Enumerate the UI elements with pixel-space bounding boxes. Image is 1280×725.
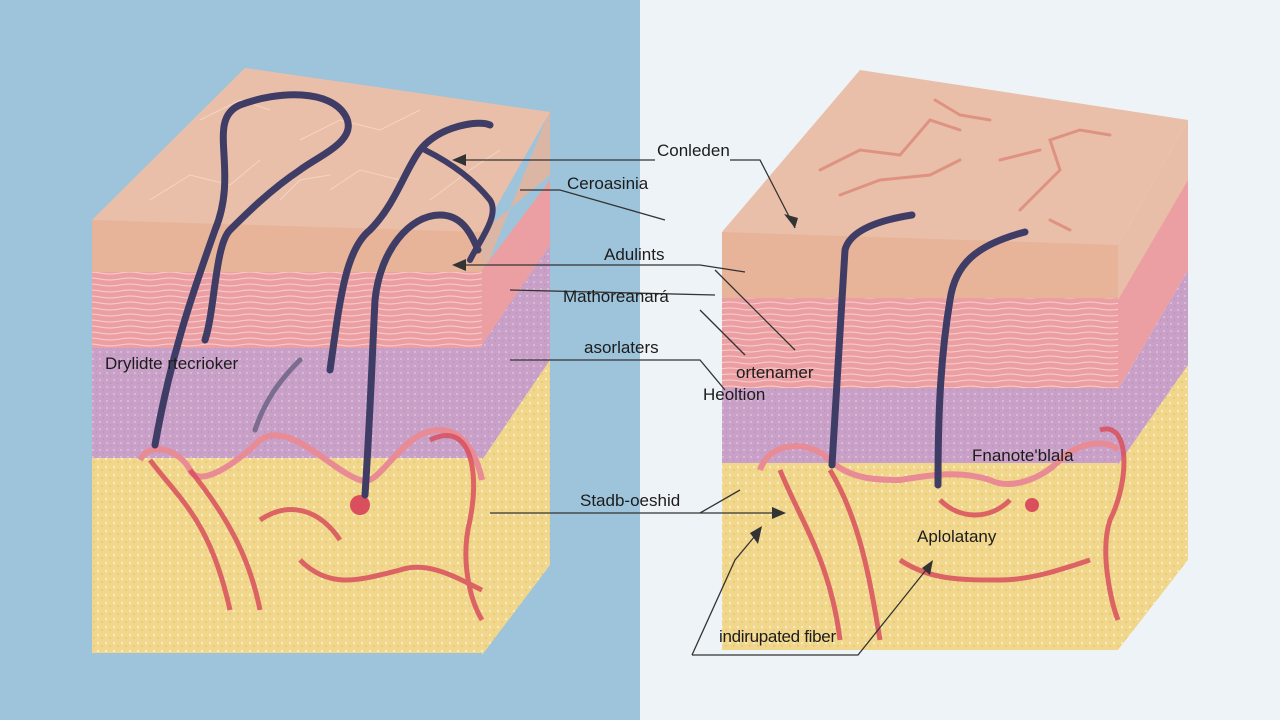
label-asorlaters: asorlaters xyxy=(584,338,659,357)
arrow-stadb xyxy=(772,507,786,519)
arrow-conleden-left xyxy=(452,154,466,166)
label-aplolatany: Aplolatany xyxy=(917,527,997,546)
leader-lines xyxy=(458,159,931,656)
leader-stadb-oeshid-right xyxy=(699,489,741,514)
label-mathoreanara: Mathoreanará xyxy=(563,287,669,306)
leader-mathoreanara xyxy=(509,289,716,296)
leader-heoltion xyxy=(662,359,726,391)
right-block-side-dermis-upper xyxy=(1118,180,1188,390)
leader-arrowheads xyxy=(452,154,933,575)
leader-ceroasinia xyxy=(520,189,666,221)
label-ortenamer: ortenamer xyxy=(736,363,814,382)
arrow-adulints xyxy=(452,259,466,271)
leader-indirupated-1 xyxy=(691,529,761,656)
right-block-top-surface xyxy=(722,70,1188,245)
label-ceroasinia: Ceroasinia xyxy=(567,174,649,193)
leader-asorlaters-right xyxy=(699,309,746,356)
leader-mathoreanara-right xyxy=(714,269,796,351)
right-skin-block xyxy=(722,70,1188,650)
leader-adulints-right xyxy=(672,264,746,273)
right-block-side-epidermis xyxy=(1118,120,1188,305)
arrow-indirupated-2 xyxy=(922,560,933,575)
right-vessel-end xyxy=(1025,498,1039,512)
leader-indirupated-2 xyxy=(692,564,931,656)
left-vessel-end xyxy=(350,495,370,515)
leader-conleden xyxy=(730,159,796,229)
label-heoltion: Heoltion xyxy=(703,385,766,404)
left-skin-block xyxy=(92,68,550,655)
label-drylidte-rtecrioker: Drylidte rtecrioker xyxy=(105,354,239,373)
left-block-top-surface xyxy=(92,68,550,232)
left-block-side-epidermis xyxy=(482,110,550,278)
left-block-side-dermis-upper xyxy=(482,180,550,345)
arrow-conleden xyxy=(784,214,798,228)
label-adulints: Adulints xyxy=(604,245,665,264)
label-stadb-oeshid: Stadb-oeshid xyxy=(580,491,681,510)
label-fnanote-blala: Fnanote'blala xyxy=(972,446,1074,465)
right-block-epidermis xyxy=(722,232,1118,302)
arrow-indirupated-1 xyxy=(750,526,762,544)
right-dermal-papillae xyxy=(757,440,1121,487)
label-indirupated-fiber: indirupated fiber xyxy=(719,627,836,646)
left-dermal-papillae xyxy=(137,426,485,485)
label-conleden: Conleden xyxy=(657,141,730,160)
